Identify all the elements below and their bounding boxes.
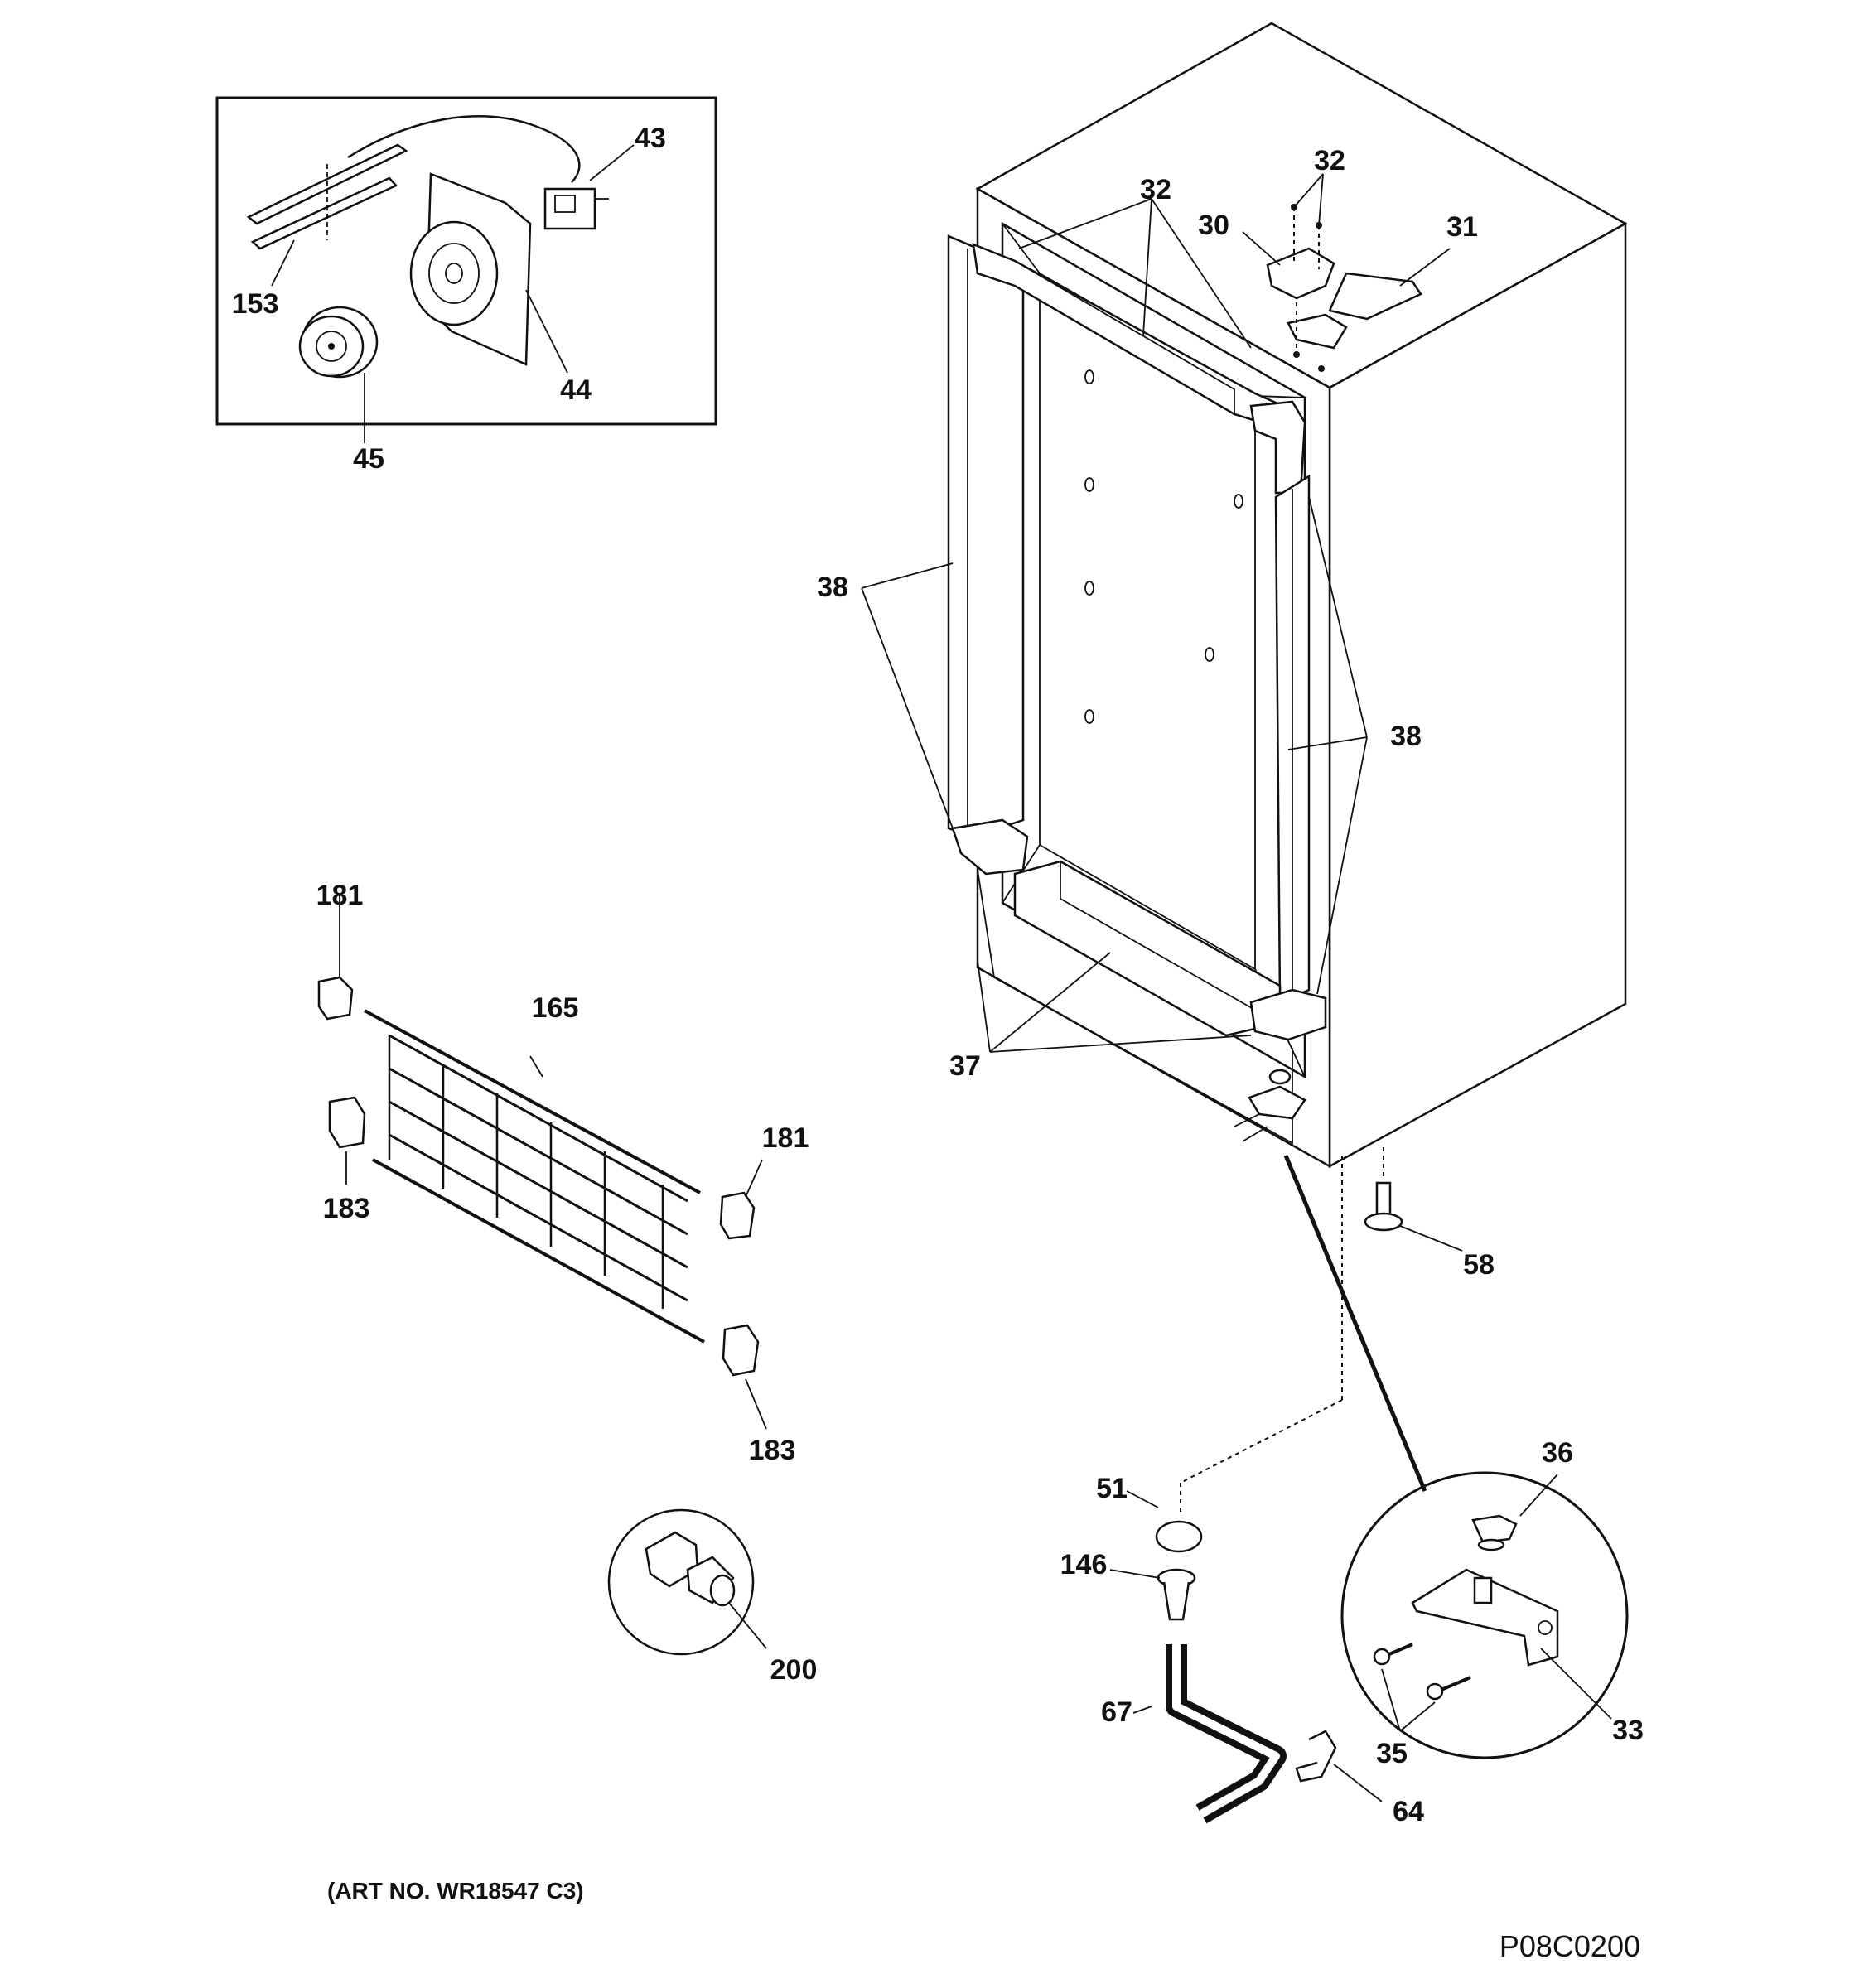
label-64: 64 — [1393, 1796, 1424, 1827]
breaker-strips — [947, 234, 1327, 1145]
label-38-left: 38 — [817, 572, 848, 603]
bottom-hinge-small — [1234, 1069, 1306, 1142]
drain-adapter-part — [1109, 1568, 1196, 1621]
label-38-right: 38 — [1390, 721, 1422, 752]
top-hinge-assembly — [1266, 204, 1422, 372]
label-181-left: 181 — [316, 880, 364, 911]
fan-switch-part — [543, 187, 609, 230]
label-165: 165 — [532, 992, 579, 1024]
cabinet-leaders — [861, 173, 1451, 1053]
fan-assembly-inset — [215, 96, 717, 443]
drain-plug-part — [1126, 1490, 1203, 1553]
label-183-left: 183 — [323, 1193, 370, 1224]
label-37: 37 — [949, 1050, 981, 1082]
label-30: 30 — [1198, 210, 1229, 241]
label-200: 200 — [770, 1654, 818, 1686]
fan-bracket-part — [409, 172, 532, 366]
label-32-strip: 32 — [1140, 174, 1171, 205]
label-153: 153 — [232, 288, 279, 320]
wire-shelf-part — [364, 1009, 705, 1344]
label-51: 51 — [1096, 1473, 1128, 1504]
label-58: 58 — [1463, 1249, 1495, 1281]
label-45: 45 — [353, 443, 384, 475]
drain-fitting-callout — [607, 1508, 767, 1656]
evaporator-heater-part — [246, 143, 408, 250]
label-32-hinge: 32 — [1314, 145, 1345, 176]
label-146: 146 — [1060, 1549, 1108, 1580]
label-31: 31 — [1446, 211, 1478, 243]
shelf-clips — [317, 895, 767, 1430]
leveling-leg-part — [1364, 1147, 1463, 1252]
label-44: 44 — [560, 374, 592, 406]
label-36: 36 — [1542, 1437, 1573, 1469]
drawing-code: P08C0200 — [1499, 1929, 1640, 1963]
label-181-right: 181 — [762, 1122, 809, 1154]
label-33: 33 — [1612, 1715, 1644, 1746]
label-183-right: 183 — [749, 1435, 796, 1466]
art-number: (ART NO. WR18547 C3) — [327, 1878, 584, 1904]
drain-tube-part — [1132, 1644, 1287, 1824]
label-43: 43 — [635, 123, 666, 154]
label-67: 67 — [1101, 1696, 1132, 1728]
bottom-hinge-callout — [1340, 1471, 1629, 1759]
fan-blade-part — [298, 306, 379, 379]
drain-clip-part — [1295, 1730, 1383, 1802]
part-number-labels: 43 153 44 45 32 32 30 31 38 38 37 181 16… — [232, 123, 1644, 1827]
label-35: 35 — [1376, 1738, 1408, 1769]
